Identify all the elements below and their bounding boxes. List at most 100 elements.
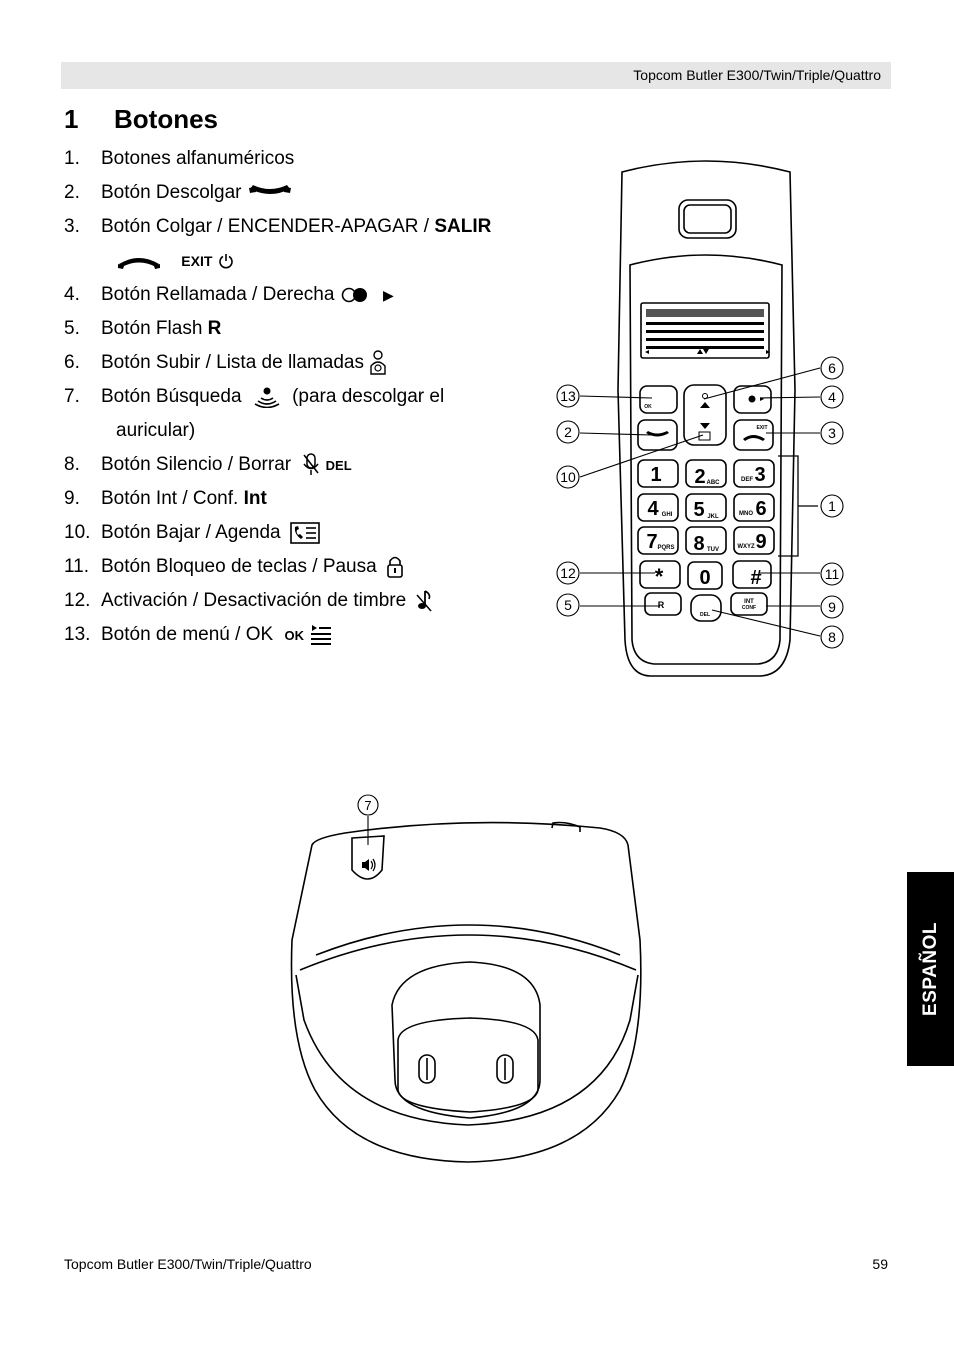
call-list-icon [370,350,386,375]
list-item: 12.Activación / Desactivación de timbre [64,586,544,620]
nav-key [683,384,727,446]
mute-key [690,594,722,622]
item-text: Botón Rellamada / Derecha [101,284,335,305]
item-number: 6. [64,352,80,373]
phonebook-icon [290,522,320,544]
list-item-icons: EXIT [64,246,544,280]
list-item: 7. Botón Búsqueda (para descolgar el [64,382,544,416]
display [640,302,770,359]
cradle-rim [299,934,637,971]
list-item: 3.Botón Colgar / ENCENDER-APAGAR / SALIR [64,212,544,246]
item-text-suffix: (para descolgar el [292,386,445,407]
right-arrow-icon: ▶ [382,287,394,303]
callout-1: 1 [828,498,836,514]
key-hash-label: # [750,567,761,589]
button-list: 1. Botones alfanuméricos 2. Botón Descolga… [64,144,544,654]
item-continuation: auricular) [116,420,196,441]
callout-10: 10 [560,469,576,485]
del-icon-label: DEL [325,458,352,473]
exit-icon-label: EXIT [181,253,213,269]
item-number: 7. [64,386,80,407]
item-number: 2. [64,182,80,203]
charge-contact-left [418,1054,436,1084]
key-7-sub: PQRS [657,545,674,551]
handset-diagram: 1 2 ABC 3 DEF 4 GHI 5 JKL 6 MNO 7 PQRS 8… [556,160,844,677]
callout-11: 11 [825,566,840,582]
key-5-label: 5 [693,499,704,521]
list-item: 10.Botón Bajar / Agenda [64,518,544,552]
list-item: 8. Botón Silencio / Borrar DEL [64,450,544,484]
key-6-sub: MNO [739,511,753,517]
key-8-label: 8 [693,533,704,555]
item-text: Botón Búsqueda [101,386,242,407]
key-3-label: 3 [754,464,765,486]
callout-5: 5 [564,597,572,613]
header-bar: Topcom Butler E300/Twin/Triple/Quattro [61,62,891,89]
key-0-label: 0 [699,567,710,589]
key-4-label: 4 [647,498,659,520]
list-item: 13.Botón de menú / OK OK [64,620,544,654]
language-tab: ESPAÑOL [907,872,954,1066]
item-text: Botones alfanuméricos [101,148,295,169]
callout-9: 9 [828,599,836,615]
list-item-continuation: auricular) [64,416,544,450]
talk-key-icon [646,431,669,437]
callout-4: 4 [828,389,836,405]
item-text: Botón de menú / OK [101,624,274,645]
item-number: 11. [64,556,90,577]
list-item: 2. Botón Descolgar [64,178,544,212]
footer-title: Topcom Butler E300/Twin/Triple/Quattro [64,1256,312,1272]
earpiece-inner [683,204,732,234]
section-number: 1 [64,104,79,134]
item-number: 8. [64,454,80,475]
item-text: Botón Subir / Lista de llamadas [101,352,364,373]
item-text: Botón Descolgar [101,182,242,203]
r-key [644,592,682,616]
base-station-diagram: 7 [290,794,642,1163]
key-int-label: INT [744,599,754,605]
power-icon [218,253,233,269]
end-key [733,419,774,451]
callout-2: 2 [564,424,572,440]
menu-icon [311,624,332,645]
key-1-label: 1 [650,464,661,486]
header-title: Topcom Butler E300/Twin/Triple/Quattro [633,67,881,83]
lock-icon [387,556,403,578]
key-del-label: DEL [700,612,710,618]
key-9-sub: WXYZ [737,544,755,550]
item-number: 13. [64,624,91,645]
speaker-icon [362,858,376,872]
callout-8: 8 [828,629,836,645]
item-text: Botón Silencio / Borrar [101,454,292,475]
end-key-icon [743,435,765,441]
item-text: Activación / Desactivación de timbre [101,590,407,611]
key-2-label: 2 [694,466,705,488]
key-2-sub: ABC [707,480,721,486]
list-item: 11.Botón Bloqueo de teclas / Pausa [64,552,544,586]
item-bold: R [207,318,222,339]
item-bold: Int [243,488,267,509]
handset-outline [617,160,796,677]
item-number: 1. [64,148,80,169]
cradle-well [391,961,541,1119]
callout-7: 7 [364,798,371,813]
item-number: 9. [64,488,80,509]
int-key [730,592,768,616]
key-5-sub: JKL [707,514,719,520]
key-9-label: 9 [755,531,766,553]
callout-12: 12 [560,565,576,581]
paging-icon [254,387,280,408]
paging-button [351,835,385,880]
item-number: 4. [64,284,80,305]
charge-contact-right [496,1054,514,1084]
list-item: 5.Botón Flash R [64,314,544,348]
key-conf-label: CONF [742,605,756,611]
key-8-sub: TUV [707,547,719,553]
mute-icon [303,453,319,475]
earpiece [678,199,737,239]
item-text: Botón Bajar / Agenda [101,522,281,543]
item-text: Botón Colgar / ENCENDER-APAGAR / [101,216,435,237]
off-hook-icon [248,184,291,194]
callout-6: 6 [828,360,836,376]
